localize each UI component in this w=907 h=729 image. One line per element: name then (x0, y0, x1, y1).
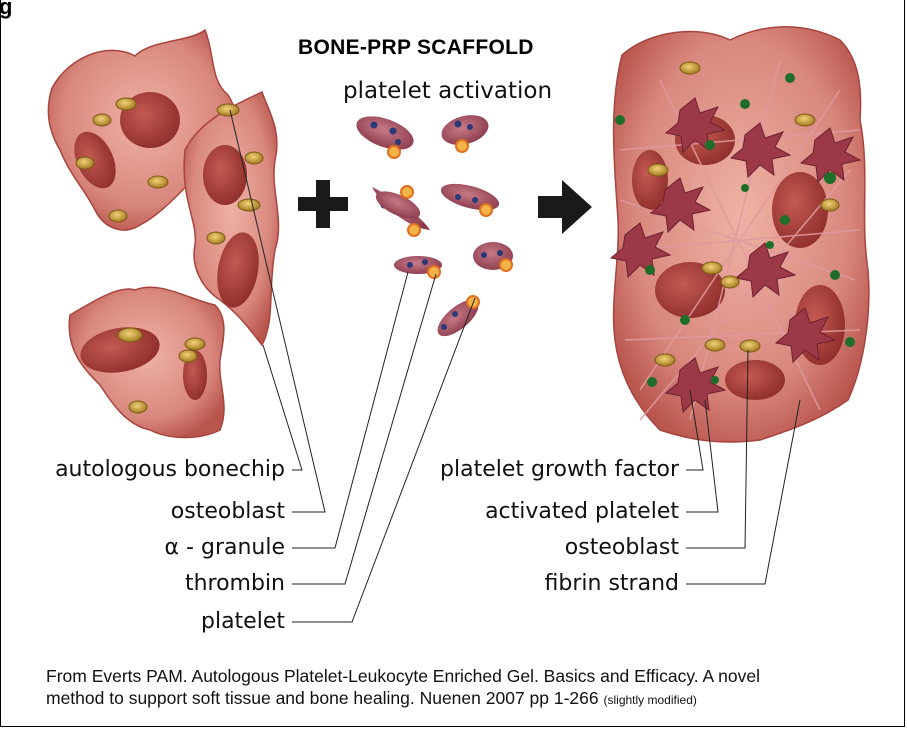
plus-sign (298, 180, 348, 228)
arrow-right-icon (538, 180, 592, 234)
caption-note: (slightly modified) (604, 693, 697, 707)
bone-chip-bottom-left (69, 287, 224, 437)
label-fibrin-strand: fibrin strand (545, 571, 679, 596)
label-thrombin: thrombin (185, 571, 285, 596)
platelets-activating (352, 110, 513, 343)
label-alpha-granule: α - granule (165, 535, 285, 560)
caption-line-2: method to support soft tissue and bone h… (46, 687, 886, 711)
caption-line-2-text: method to support soft tissue and bone h… (46, 688, 604, 708)
label-platelet-growth-factor: platelet growth factor (440, 457, 679, 482)
label-osteoblast-left: osteoblast (171, 499, 285, 524)
label-osteoblast-right: osteoblast (565, 535, 679, 560)
source-caption: From Everts PAM. Autologous Platelet-Leu… (46, 665, 886, 711)
caption-line-1: From Everts PAM. Autologous Platelet-Leu… (46, 665, 886, 687)
label-autologous-bonechip: autologous bonechip (55, 457, 285, 482)
label-platelet: platelet (201, 609, 285, 634)
label-activated-platelet: activated platelet (485, 499, 679, 524)
